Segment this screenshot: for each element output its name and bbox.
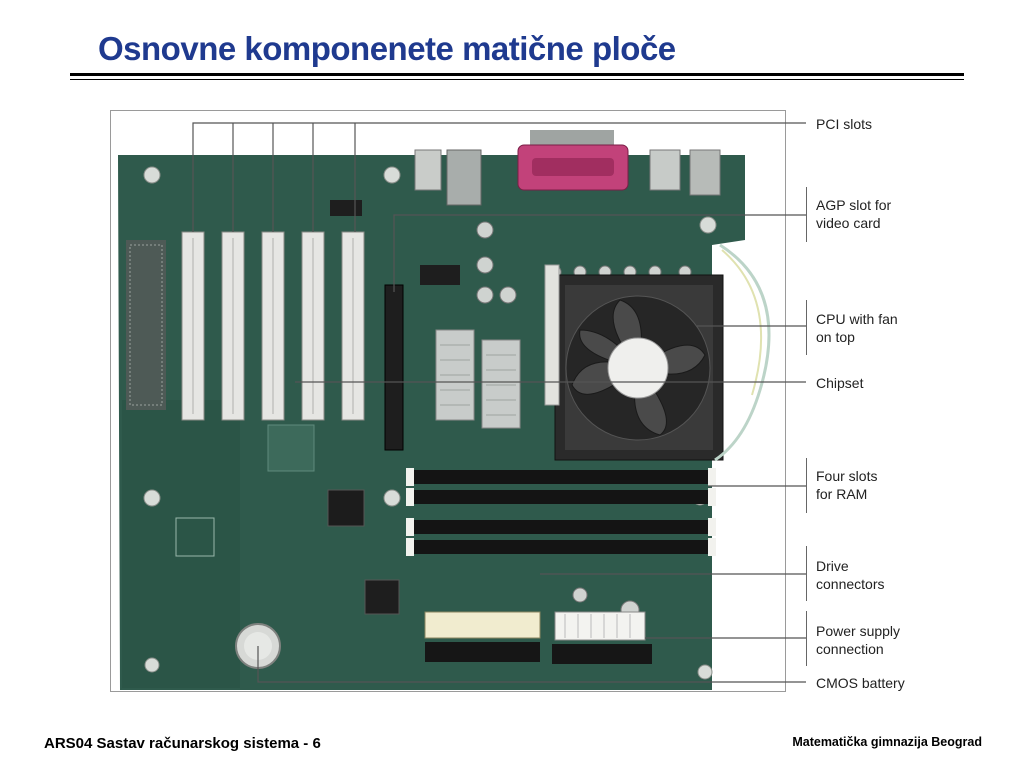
bracket-power: [806, 611, 807, 666]
label-cpu-fan: CPU with fan on top: [816, 310, 898, 346]
leader-lines: [192, 122, 806, 683]
label-agp-slot: AGP slot for video card: [816, 196, 891, 232]
label-line: PCI slots: [816, 116, 873, 132]
label-line: Chipset: [816, 375, 864, 391]
bracket-cpu: [806, 300, 807, 355]
back-panel-connectors: [414, 130, 721, 206]
label-drive-connectors: Drive connectors: [816, 557, 884, 593]
drive-connectors: [424, 611, 652, 664]
label-power-supply: Power supply connection: [816, 622, 900, 658]
chipset-heatsinks: [435, 329, 521, 429]
cpu-fan-assembly: [544, 243, 771, 462]
label-line: Drive: [816, 558, 849, 574]
bracket-agp: [806, 187, 807, 242]
io-header-strip: [126, 240, 166, 410]
label-line: connection: [816, 641, 884, 657]
label-line: AGP slot for: [816, 197, 892, 213]
label-line: for RAM: [816, 486, 868, 502]
label-line: Power supply: [816, 623, 901, 639]
label-ram-slots: Four slots for RAM: [816, 467, 877, 503]
ram-slots: [406, 468, 716, 556]
chips: [175, 200, 460, 615]
agp-slot: [384, 284, 404, 451]
label-cmos-battery: CMOS battery: [816, 674, 905, 692]
footer-course: ARS04 Sastav računarskog sistema - 6: [44, 735, 321, 752]
label-line: on top: [816, 329, 855, 345]
title-rule-thick: [70, 73, 964, 76]
label-line: Four slots: [816, 468, 878, 484]
bracket-ram: [806, 458, 807, 513]
bracket-drive: [806, 546, 807, 601]
label-chipset: Chipset: [816, 374, 863, 392]
footer-school: Matematička gimnazija Beograd: [792, 735, 982, 749]
label-line: video card: [816, 215, 881, 231]
fan-icon: [565, 295, 711, 441]
label-line: CMOS battery: [816, 675, 905, 691]
pci-slots: [181, 231, 365, 421]
label-pci-slots: PCI slots: [816, 115, 872, 133]
label-line: connectors: [816, 576, 885, 592]
power-connector: [554, 611, 646, 641]
slide-title: Osnovne komponenete matične ploče: [98, 30, 676, 67]
label-line: CPU with fan: [816, 311, 898, 327]
title-rule-thin: [70, 79, 964, 80]
